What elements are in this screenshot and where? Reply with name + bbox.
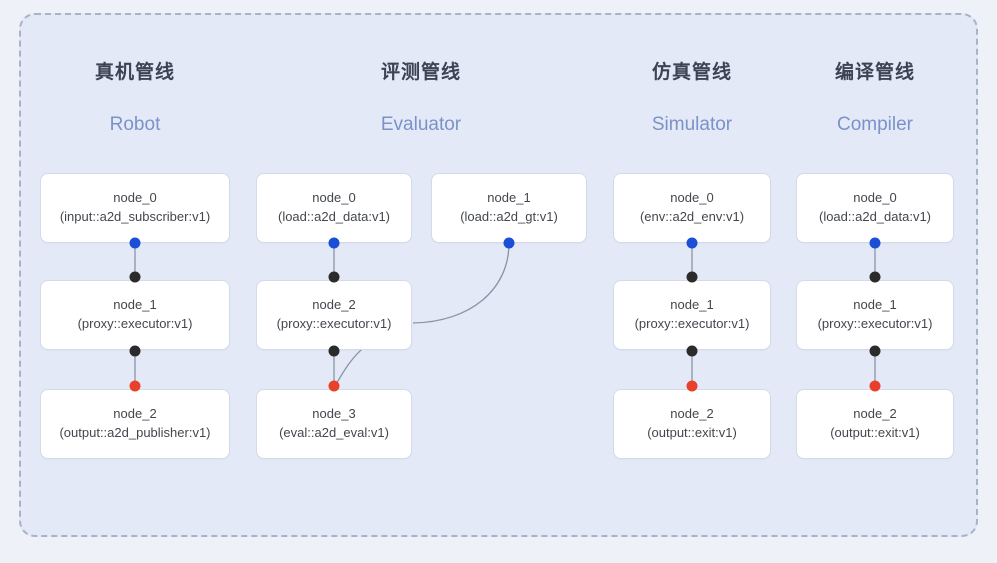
port-simulator-1-in[interactable]	[686, 271, 698, 283]
node-compiler-2[interactable]: node_2 (output::exit:v1)	[796, 389, 954, 459]
port-simulator-0-out[interactable]	[686, 237, 698, 249]
port-evaluator-1-out[interactable]	[503, 237, 515, 249]
port-robot-2-in[interactable]	[129, 380, 141, 392]
node-evaluator-1-kind: (load::a2d_gt:v1)	[460, 209, 558, 224]
node-evaluator-3-name: node_3	[312, 406, 356, 422]
port-evaluator-0-out[interactable]	[328, 237, 340, 249]
port-robot-1-in[interactable]	[129, 271, 141, 283]
port-compiler-1-in[interactable]	[869, 271, 881, 283]
port-evaluator-2-out[interactable]	[328, 345, 340, 357]
port-compiler-2-in[interactable]	[869, 380, 881, 392]
node-evaluator-1-name: node_1	[487, 190, 531, 206]
node-robot-1-name: node_1	[113, 297, 157, 313]
node-evaluator-2-kind: (proxy::executor:v1)	[276, 316, 392, 331]
node-robot-0-kind: (input::a2d_subscriber:v1)	[59, 209, 211, 224]
column-header-simulator: 仿真管线 Simulator	[613, 63, 771, 134]
port-evaluator-3-in[interactable]	[328, 380, 340, 392]
node-evaluator-3[interactable]: node_3 (eval::a2d_eval:v1)	[256, 389, 412, 459]
node-robot-2-kind: (output::a2d_publisher:v1)	[59, 425, 211, 440]
node-compiler-1-name: node_1	[853, 297, 897, 313]
node-evaluator-0-kind: (load::a2d_data:v1)	[277, 209, 391, 224]
node-simulator-1-kind: (proxy::executor:v1)	[634, 316, 750, 331]
node-simulator-2-name: node_2	[670, 406, 714, 422]
column-title-en-evaluator: Evaluator	[380, 114, 462, 135]
node-compiler-2-kind: (output::exit:v1)	[830, 425, 920, 440]
node-robot-1-kind: (proxy::executor:v1)	[77, 316, 193, 331]
column-title-cn-robot: 真机管线	[94, 62, 175, 83]
port-compiler-0-out[interactable]	[869, 237, 881, 249]
column-title-en-compiler: Compiler	[836, 114, 914, 135]
node-evaluator-0-name: node_0	[312, 190, 356, 206]
node-compiler-0-kind: (load::a2d_data:v1)	[818, 209, 932, 224]
node-compiler-1-kind: (proxy::executor:v1)	[817, 316, 933, 331]
port-simulator-2-in[interactable]	[686, 380, 698, 392]
node-evaluator-1[interactable]: node_1 (load::a2d_gt:v1)	[431, 173, 587, 243]
node-simulator-0-name: node_0	[670, 190, 714, 206]
node-robot-2-name: node_2	[113, 406, 157, 422]
port-compiler-1-out[interactable]	[869, 345, 881, 357]
column-title-en-robot: Robot	[109, 114, 161, 135]
port-simulator-1-out[interactable]	[686, 345, 698, 357]
node-simulator-0[interactable]: node_0 (env::a2d_env:v1)	[613, 173, 771, 243]
node-robot-0[interactable]: node_0 (input::a2d_subscriber:v1)	[40, 173, 230, 243]
column-title-cn-simulator: 仿真管线	[651, 62, 732, 83]
port-robot-1-out[interactable]	[129, 345, 141, 357]
column-title-cn-compiler: 编译管线	[834, 62, 915, 83]
node-evaluator-2[interactable]: node_2 (proxy::executor:v1)	[256, 280, 412, 350]
column-header-robot: 真机管线 Robot	[40, 63, 230, 134]
node-evaluator-0[interactable]: node_0 (load::a2d_data:v1)	[256, 173, 412, 243]
node-robot-2[interactable]: node_2 (output::a2d_publisher:v1)	[40, 389, 230, 459]
node-compiler-1[interactable]: node_1 (proxy::executor:v1)	[796, 280, 954, 350]
column-title-en-simulator: Simulator	[651, 114, 733, 135]
column-header-evaluator: 评测管线 Evaluator	[326, 63, 516, 134]
port-robot-0-out[interactable]	[129, 237, 141, 249]
port-evaluator-2-in[interactable]	[328, 271, 340, 283]
node-simulator-0-kind: (env::a2d_env:v1)	[639, 209, 745, 224]
node-simulator-2-kind: (output::exit:v1)	[647, 425, 737, 440]
node-simulator-1[interactable]: node_1 (proxy::executor:v1)	[613, 280, 771, 350]
column-title-cn-evaluator: 评测管线	[380, 62, 461, 83]
node-evaluator-3-kind: (eval::a2d_eval:v1)	[279, 425, 389, 440]
node-compiler-2-name: node_2	[853, 406, 897, 422]
node-compiler-0[interactable]: node_0 (load::a2d_data:v1)	[796, 173, 954, 243]
node-evaluator-2-name: node_2	[312, 297, 356, 313]
column-header-compiler: 编译管线 Compiler	[796, 63, 954, 134]
node-compiler-0-name: node_0	[853, 190, 897, 206]
node-simulator-2[interactable]: node_2 (output::exit:v1)	[613, 389, 771, 459]
node-simulator-1-name: node_1	[670, 297, 714, 313]
node-robot-1[interactable]: node_1 (proxy::executor:v1)	[40, 280, 230, 350]
node-robot-0-name: node_0	[113, 190, 157, 206]
